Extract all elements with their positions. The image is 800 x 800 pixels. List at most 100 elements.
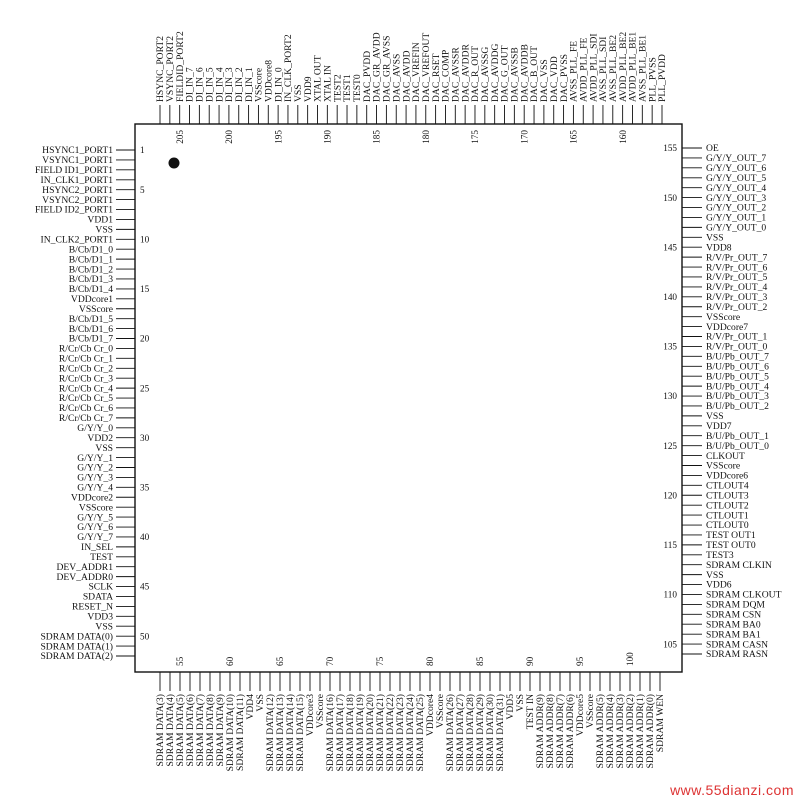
pin-number-45: 45 (140, 582, 150, 592)
pin-label-right-138: VSScore (706, 312, 740, 323)
pin-label-left-17: VSScore (79, 304, 113, 315)
pin-label-top-202: DI_IN_5 (204, 67, 215, 102)
pin-number-155: 155 (663, 143, 677, 153)
pin-label-right-153: G/Y/Y_OUT_6 (706, 163, 766, 174)
pin-number-130: 130 (663, 391, 677, 401)
pin-label-left-31: VSS (95, 443, 113, 454)
pin-label-right-130: B/U/Pb_OUT_3 (706, 391, 769, 402)
pin-label-top-177: DAC_AVSSR (450, 47, 461, 102)
pin-label-top-159: AVDD_PLL_BE1 (628, 32, 639, 102)
pin-label-left-52: SDRAM DATA(2) (40, 651, 113, 662)
pin-label-right-154: G/Y/Y_OUT_7 (706, 153, 766, 164)
pin-label-left-45: SCLK (88, 582, 113, 593)
pin-label-bottom-64: SDRAM DATA(12) (265, 694, 276, 771)
pin-number-65: 65 (275, 656, 285, 666)
pin-label-left-6: VSYNC2_PORT1 (42, 195, 113, 206)
pin-label-right-141: R/V/Pr_OUT_4 (706, 282, 767, 293)
pin-label-top-195: DI_IN_0 (273, 67, 284, 102)
pin-label-bottom-82: SDRAM DATA(26) (445, 694, 456, 771)
pin1-marker-dot (168, 157, 180, 169)
pin-label-right-112: VSS (706, 570, 724, 581)
pin-label-bottom-89: VSS (515, 694, 526, 712)
pin-label-top-190: XTAL IN (323, 65, 334, 102)
pin-number-35: 35 (140, 483, 150, 493)
pin-label-left-19: B/Cb/D1_6 (69, 324, 113, 335)
pin-number-115: 115 (664, 540, 678, 550)
pin-label-top-189: TEST2 (332, 74, 343, 102)
pin-label-bottom-98: SDRAM ADDR(4) (605, 694, 616, 768)
pin-label-top-193: VSS (293, 84, 304, 102)
pin-label-bottom-85: SDRAM DATA(29) (475, 694, 486, 771)
pin-label-top-207: HSYNC_PORT2 (155, 36, 166, 102)
pin-number-120: 120 (663, 490, 677, 500)
pin-label-left-4: IN_CLK1_PORT1 (41, 175, 114, 186)
pin-label-left-25: R/Cr/Cb Cr_4 (59, 383, 113, 394)
pin-number-85: 85 (475, 656, 485, 666)
pin-label-bottom-97: SDRAM ADDR(5) (595, 694, 606, 768)
pin-label-left-9: VSS (95, 225, 113, 236)
pin-number-195: 195 (273, 130, 283, 144)
pins-bottom: SDRAM DATA(3)SDRAM DATA(4)SDRAM DATA(5)5… (155, 652, 666, 772)
pin-label-left-16: VDDcore1 (71, 294, 113, 305)
pin-label-top-158: AVSS_PLL_BE1 (638, 35, 649, 102)
pin-label-right-110: SDRAM CLKOUT (706, 590, 782, 601)
pin-number-180: 180 (421, 130, 431, 144)
pin-label-right-137: VDDcore7 (706, 322, 748, 333)
pin-label-top-186: DAC_PVDD (362, 51, 373, 102)
pin-label-left-23: R/Cr/Cb Cr_2 (59, 363, 113, 374)
pin-label-top-172: DAC_G_OUT (500, 45, 511, 102)
pin-label-right-115: TEST OUT0 (706, 540, 756, 551)
pin-label-right-117: CTLOUT0 (706, 520, 749, 531)
pin-label-left-50: SDRAM DATA(0) (40, 631, 113, 642)
pin-label-left-49: VSS (95, 621, 113, 632)
pin-number-55: 55 (175, 656, 185, 666)
pin-number-40: 40 (140, 532, 150, 542)
pin-label-left-44: DEV_ADDR0 (57, 572, 114, 583)
pin-label-top-169: DAC_B_OUT (529, 46, 540, 102)
pin-label-right-152: G/Y/Y_OUT_5 (706, 173, 766, 184)
pin-number-190: 190 (323, 130, 333, 144)
pin-label-bottom-99: SDRAM ADDR(3) (615, 694, 626, 768)
pin-label-bottom-78: SDRAM DATA(24) (405, 694, 416, 771)
pin-label-left-47: RESET_N (72, 602, 113, 613)
chip-body (134, 123, 683, 673)
pin-label-left-30: VDD2 (87, 433, 113, 444)
pin-number-100: 100 (625, 652, 635, 666)
pin-label-bottom-77: SDRAM DATA(23) (395, 694, 406, 771)
pin-label-bottom-91: SDRAM ADDR(9) (535, 694, 546, 768)
watermark-text: www.55dianzi.com (670, 782, 794, 798)
pin-label-left-27: R/Cr/Cb Cr_6 (59, 403, 113, 414)
pin-label-right-111: VDD6 (706, 580, 732, 591)
pin-label-right-107: SDRAM BA0 (706, 619, 761, 630)
pin-number-105: 105 (663, 639, 677, 649)
pin-label-bottom-75: SDRAM DATA(21) (375, 694, 386, 771)
pin-label-bottom-94: SDRAM ADDR(6) (565, 694, 576, 768)
pin-label-right-126: B/U/Pb_OUT_1 (706, 431, 769, 442)
pin-label-right-123: VSScore (706, 461, 740, 472)
pin-label-left-36: VDDcore2 (71, 492, 113, 503)
pin-label-right-104: SDRAM RASN (706, 649, 768, 660)
pin-label-bottom-90: TEST IN (525, 694, 536, 729)
pin-label-left-18: B/Cb/D1_5 (69, 314, 113, 325)
pin-label-left-11: B/Cb/D1_0 (69, 244, 113, 255)
pin-label-left-51: SDRAM DATA(1) (40, 641, 113, 652)
pin-label-right-105: SDRAM CASN (706, 639, 768, 650)
pin-label-bottom-58: SDRAM DATA(8) (205, 694, 216, 767)
pin-label-top-194: IN_CLK_PORT2 (283, 34, 294, 102)
pin-label-right-125: B/U/Pb_OUT_0 (706, 441, 769, 452)
pin-label-right-120: CTLOUT3 (706, 490, 749, 501)
pin-label-bottom-55: SDRAM DATA(5) (175, 694, 186, 767)
pin-label-top-185: DAC_GR_AVDD (372, 32, 383, 102)
pin-label-bottom-73: SDRAM DATA(19) (355, 694, 366, 771)
pins-top: PLL_PVDDPLL_PVSSAVSS_PLL_BE1AVDD_PLL_BE1… (155, 31, 668, 144)
pin-label-bottom-61: SDRAM DATA(11) (235, 694, 246, 771)
pin-label-right-135: R/V/Pr_OUT_0 (706, 342, 767, 353)
pin-label-right-143: R/V/Pr_OUT_6 (706, 262, 767, 273)
pin-label-top-187: TEST0 (352, 74, 363, 102)
pin-label-top-161: AVSS_PLL_BE2 (608, 35, 619, 102)
pin-label-left-38: G/Y/Y_5 (77, 512, 113, 523)
pin-label-top-162: AVSS_PLL_SDI (598, 37, 609, 102)
pin-number-200: 200 (224, 130, 234, 144)
